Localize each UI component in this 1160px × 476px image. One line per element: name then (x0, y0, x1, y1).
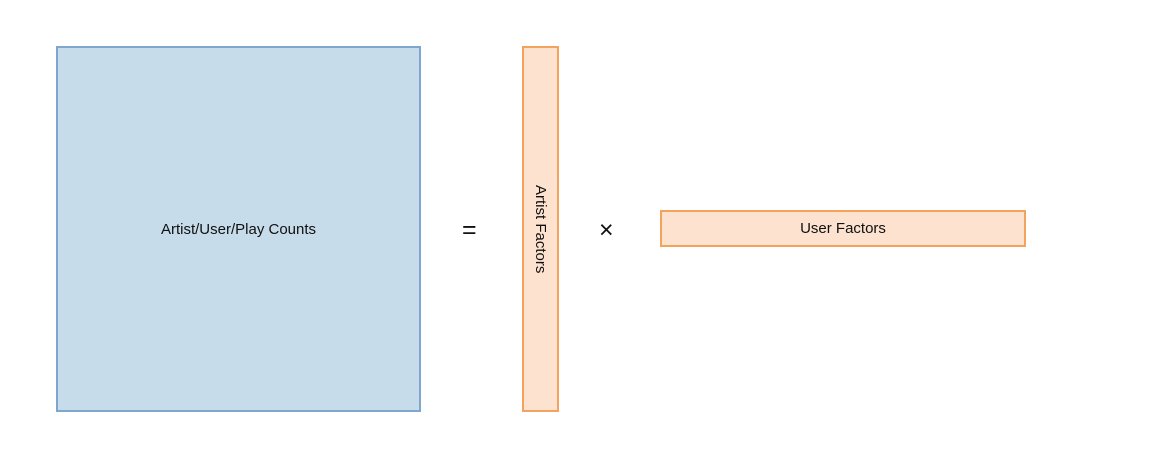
multiplication-symbol: × (599, 216, 614, 244)
user-factors-label: User Factors (800, 220, 886, 237)
equals-symbol: = (462, 216, 477, 244)
artist-user-play-counts-label: Artist/User/Play Counts (160, 220, 317, 238)
artist-factors-label: Artist Factors (532, 184, 549, 274)
artist-factors-matrix: Artist Factors (522, 46, 559, 412)
artist-user-play-counts-matrix: Artist/User/Play Counts (56, 46, 421, 412)
user-factors-matrix: User Factors (660, 210, 1026, 247)
